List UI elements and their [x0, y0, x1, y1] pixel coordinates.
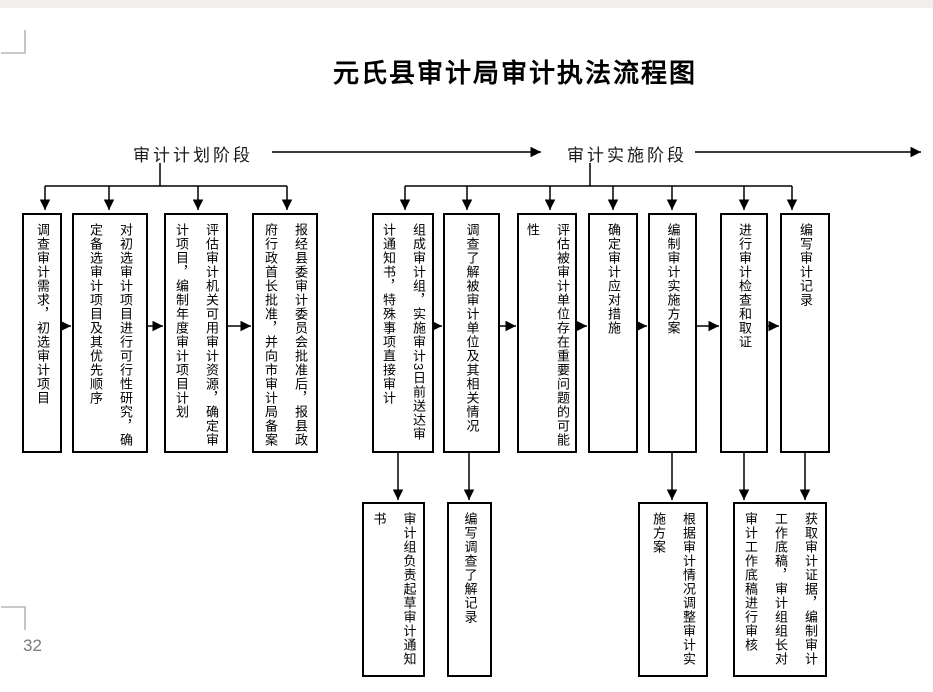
box-audit-inspection-evidence: 进行审计检查和取证 [720, 213, 768, 453]
plan-branch-connectors [39, 163, 293, 210]
flow-box-text: 确定审计应对措施 [606, 223, 621, 335]
flow-box-text: 组成审计组，实施审计3日前送达审计通知书，特殊事项直接审计 [381, 223, 426, 442]
box-adjust-implementation-plan: 根据审计情况调整审计实施方案 [638, 502, 708, 677]
box-write-investigation-record: 编写调查了解记录 [447, 502, 492, 677]
flow-box-text: 根据审计情况调整审计实施方案 [651, 512, 696, 666]
flow-box-text: 编制审计实施方案 [665, 223, 681, 335]
flow-box-text: 对初选审计项目进行可行性研究，确定备选审计项目及其优先顺序 [88, 223, 133, 447]
flow-box-text: 获取审计证据，编制审计工作底稿，审计组组长对审计工作底稿进行审核 [743, 512, 818, 666]
page-number: 32 [23, 636, 42, 655]
box-assess-problem-likelihood: 评估被审计单位存在重要问题的可能性 [517, 213, 577, 453]
box-survey-audit-needs: 调查审计需求，初选审计项目 [22, 213, 62, 453]
flow-box-text: 审计组负责起草审计通知书 [371, 512, 417, 666]
box-form-audit-team: 组成审计组，实施审计3日前送达审计通知书，特殊事项直接审计 [372, 213, 434, 453]
phase-label-plan: 审计计划阶段 [133, 146, 253, 165]
page-top-strip [0, 0, 933, 8]
flow-box-text: 进行审计检查和取证 [737, 223, 752, 349]
box-working-papers-review: 获取审计证据，编制审计工作底稿，审计组组长对审计工作底稿进行审核 [733, 502, 827, 677]
flow-box-text: 评估被审计单位存在重要问题的可能性 [525, 223, 570, 447]
flow-box-text: 报经县委审计委员会批准后，报县政府行政首长批准，并向市审计局备案 [263, 223, 308, 447]
box-feasibility-study: 对初选审计项目进行可行性研究，确定备选审计项目及其优先顺序 [72, 213, 148, 453]
margin-corner-top-left [1, 30, 26, 54]
box-assess-resources-annual-plan: 评估审计机关可用审计资源，确定审计项目，编制年度审计项目计划 [164, 213, 228, 453]
box-draft-audit-notice: 审计组负责起草审计通知书 [362, 502, 425, 677]
box-determine-response: 确定审计应对措施 [588, 213, 638, 453]
box-write-audit-records: 编写审计记录 [780, 213, 830, 453]
phase-label-implement: 审计实施阶段 [567, 146, 687, 165]
box-report-approval: 报经县委审计委员会批准后，报县政府行政首长批准，并向市审计局备案 [252, 213, 318, 453]
box-investigate-auditee: 调查了解被审计单位及其相关情况 [443, 213, 500, 453]
sub-step-arrows [392, 453, 811, 500]
flow-box-text: 编写审计记录 [798, 223, 813, 307]
flow-box-text: 调查审计需求，初选审计项目 [35, 223, 50, 405]
page-title: 元氏县审计局审计执法流程图 [332, 58, 697, 88]
flow-box-text: 评估审计机关可用审计资源，确定审计项目，编制年度审计项目计划 [174, 223, 219, 447]
flow-box-text: 调查了解被审计单位及其相关情况 [464, 223, 480, 433]
box-prepare-implementation-plan: 编制审计实施方案 [648, 213, 697, 453]
flow-box-text: 编写调查了解记录 [462, 512, 478, 624]
margin-corner-bottom-left [1, 606, 26, 630]
implement-branch-connectors [399, 163, 798, 210]
